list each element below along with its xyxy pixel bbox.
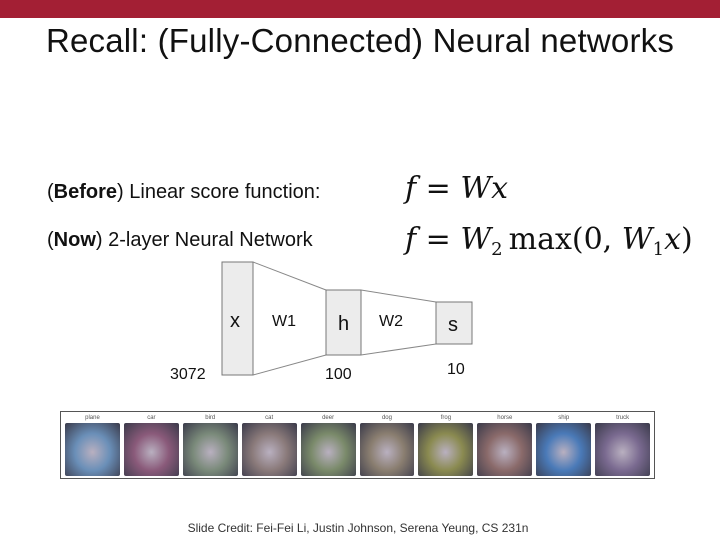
s-layer-box — [435, 301, 473, 345]
w1-label: W1 — [272, 313, 296, 330]
before-rest: ) Linear score function: — [117, 181, 321, 203]
template-plane: plane — [65, 414, 120, 476]
template-image — [359, 423, 415, 476]
template-horse: horse — [477, 414, 533, 476]
before-label: (Before) Linear score function: — [47, 181, 320, 204]
template-image — [123, 423, 179, 476]
template-image — [536, 423, 592, 476]
template-image — [241, 423, 297, 476]
template-label: plane — [85, 415, 100, 421]
h-size: 100 — [325, 366, 352, 383]
w1-bottom-line — [252, 354, 327, 376]
top-accent-bar — [0, 0, 720, 18]
s-size: 10 — [447, 361, 465, 378]
template-label: frog — [440, 415, 452, 421]
template-bird: bird — [182, 414, 238, 476]
template-label: dog — [381, 415, 392, 421]
template-deer: deer — [300, 414, 356, 476]
eq2-w2-sub: 2 — [491, 239, 503, 260]
template-label: horse — [497, 415, 513, 421]
template-car: car — [123, 414, 179, 476]
class-templates-strip: plane car bird cat deer dog frog horse ship truck — [60, 411, 655, 479]
eq-w: W — [460, 171, 492, 206]
template-image — [300, 423, 356, 476]
eq2-f: f — [405, 222, 417, 257]
x-size: 3072 — [170, 366, 206, 383]
slide-credit: Slide Credit: Fei-Fei Li, Justin Johnson… — [187, 521, 529, 535]
template-image — [182, 423, 238, 476]
template-label: cat — [265, 415, 274, 421]
eq2-zero: (0, — [571, 222, 622, 257]
template-label: truck — [616, 415, 630, 421]
before-prefix: ( — [47, 181, 54, 203]
template-truck: truck — [595, 414, 651, 476]
template-frog: frog — [418, 414, 474, 476]
now-label: (Now) 2-layer Neural Network — [47, 229, 313, 252]
template-image — [418, 423, 474, 476]
eq-f: f — [405, 171, 417, 206]
template-label: ship — [558, 415, 570, 421]
template-image — [595, 423, 651, 476]
eq2-w2: W — [460, 222, 492, 257]
linear-equation: f = Wx — [405, 171, 509, 206]
x-layer-box — [221, 261, 254, 376]
w2-label: W2 — [379, 313, 403, 330]
h-label: h — [338, 313, 350, 335]
now-prefix: ( — [47, 229, 54, 251]
w2-bottom-line — [360, 343, 437, 356]
template-label: car — [147, 415, 156, 421]
h-layer-box — [325, 289, 362, 356]
now-rest: ) 2-layer Neural Network — [95, 229, 313, 251]
w1-top-line — [252, 261, 327, 291]
x-label: x — [230, 310, 240, 332]
eq-x: x — [491, 171, 509, 206]
before-bold: Before — [53, 181, 118, 203]
slide-title: Recall: (Fully-Connected) Neural network… — [45, 22, 675, 59]
s-label: s — [448, 314, 458, 336]
template-dog: dog — [359, 414, 415, 476]
eq2-close: ) — [680, 222, 693, 257]
now-bold: Now — [53, 229, 96, 251]
template-cat: cat — [241, 414, 297, 476]
eq2-w1: W — [621, 222, 653, 257]
template-image — [65, 423, 120, 476]
w2-top-line — [360, 289, 437, 303]
eq2-max: max — [508, 222, 572, 257]
template-ship: ship — [536, 414, 592, 476]
template-label: deer — [322, 415, 335, 421]
template-label: bird — [205, 415, 216, 421]
eq2-x: x — [664, 222, 681, 257]
eq2-w1-sub: 1 — [652, 239, 665, 260]
template-image — [477, 423, 533, 476]
